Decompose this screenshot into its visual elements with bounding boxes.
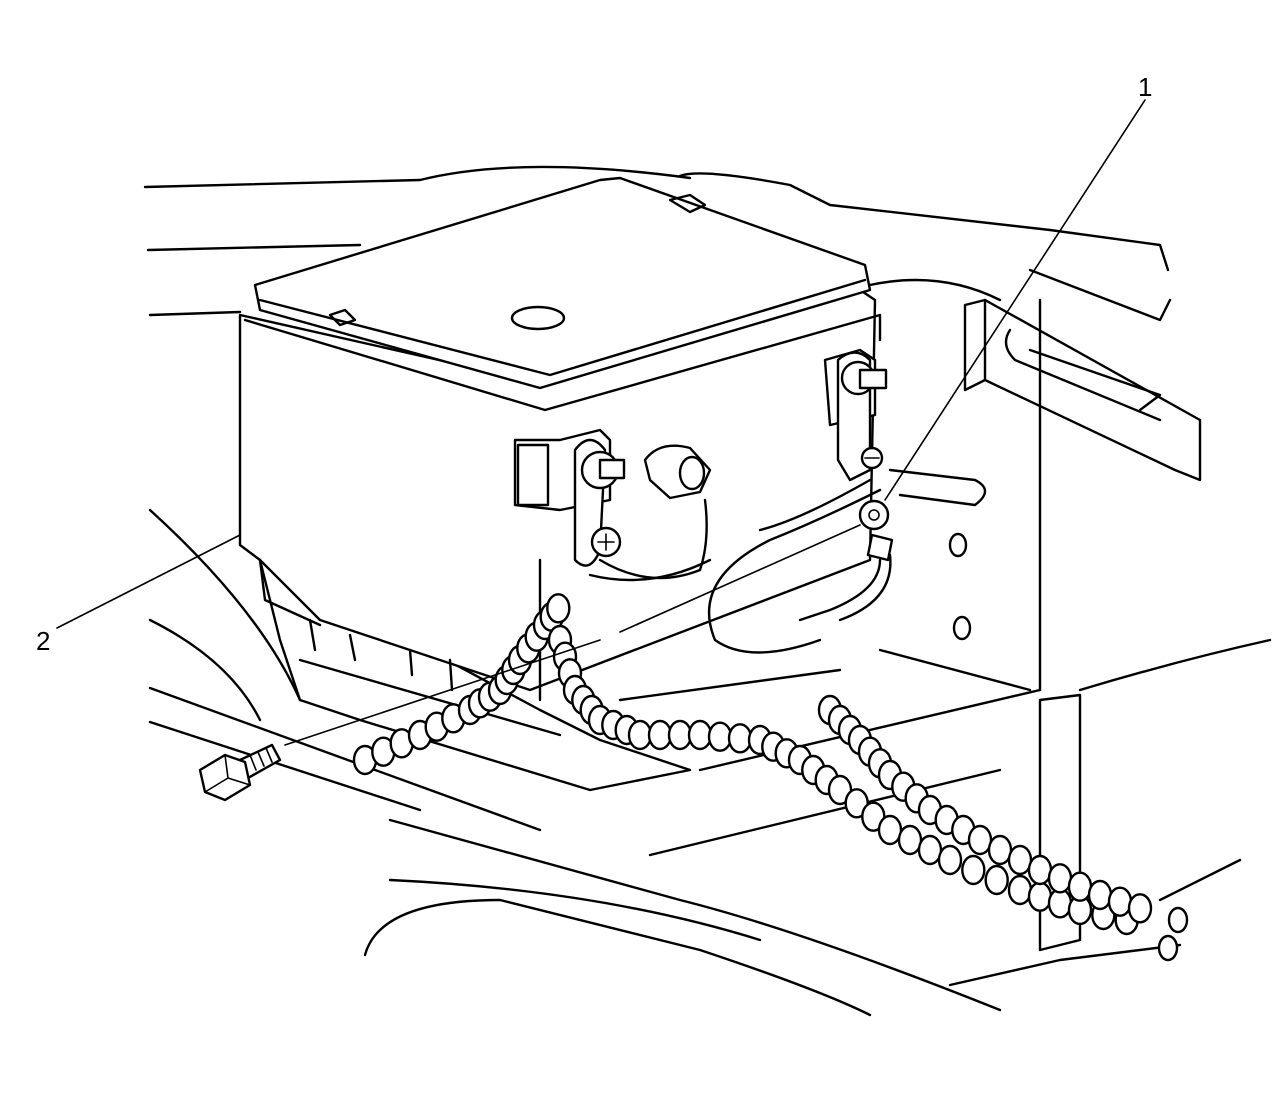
wiring-harness bbox=[352, 593, 1189, 962]
harness-conduit-segment bbox=[1087, 879, 1113, 911]
battery-cables bbox=[588, 478, 892, 654]
harness-conduit-segment bbox=[917, 834, 943, 866]
harness-conduit-segment bbox=[1047, 863, 1073, 894]
harness-conduit-segment bbox=[984, 864, 1009, 896]
harness-end-cap bbox=[1167, 906, 1189, 934]
harness-conduit-segment bbox=[897, 824, 923, 856]
harness-conduit-segment bbox=[1027, 854, 1053, 886]
harness-conduit-segment bbox=[546, 593, 571, 624]
harness-conduit-segment bbox=[727, 723, 753, 754]
callout-2-label: 2 bbox=[36, 626, 50, 656]
vehicle-body-lines bbox=[143, 165, 1272, 1017]
harness-conduit-segment bbox=[647, 719, 673, 751]
harness-conduit-segment bbox=[1007, 874, 1033, 906]
harness-conduit-segment bbox=[987, 834, 1013, 866]
callout-1-label: 1 bbox=[1138, 72, 1152, 102]
harness-end-cap bbox=[1157, 934, 1179, 962]
harness-conduit-segment bbox=[707, 721, 733, 752]
harness-conduit-segment bbox=[687, 719, 713, 751]
harness-conduit-segment bbox=[877, 814, 903, 846]
harness-conduit-segment bbox=[627, 719, 653, 751]
leader-lines bbox=[56, 99, 1146, 746]
harness-conduit-segment bbox=[961, 854, 986, 886]
battery bbox=[238, 176, 882, 702]
battery-hold-down-bolt bbox=[198, 743, 282, 802]
harness-conduit-segment bbox=[1067, 871, 1093, 902]
harness-conduit-segment bbox=[1027, 881, 1053, 912]
harness-conduit-segment bbox=[1127, 893, 1153, 924]
harness-conduit-segment bbox=[1007, 844, 1033, 876]
harness-conduit-segment bbox=[1107, 886, 1133, 917]
battery-terminals bbox=[573, 351, 894, 567]
harness-conduit-segment bbox=[667, 719, 693, 751]
harness-conduit-segment bbox=[967, 824, 993, 856]
harness-conduit-segment bbox=[937, 844, 963, 876]
mounting-bracket bbox=[878, 298, 1202, 952]
